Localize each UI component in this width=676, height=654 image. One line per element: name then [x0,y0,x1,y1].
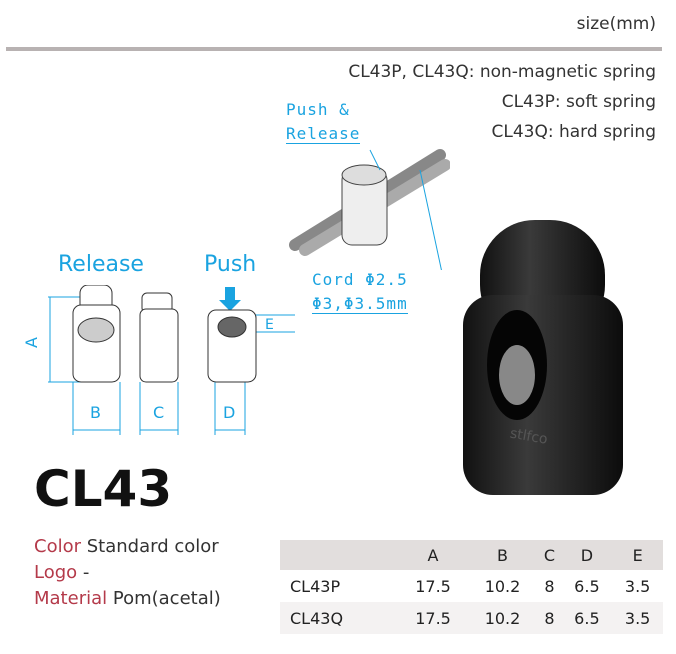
spec-logo: Logo - [34,562,90,583]
spec-color: Color Standard color [34,536,219,557]
note: CL43P, CL43Q: non-magnetic spring [348,62,656,82]
divider [6,47,662,51]
cord-label: Cord Φ2.5 [312,270,408,289]
push-release-label: Release [286,124,361,144]
product-code: CL43 [34,460,173,518]
dim-d: D [223,403,235,422]
size-unit: size(mm) [576,14,656,34]
cord-lock-illustration [289,149,450,270]
dim-a: A [22,337,41,348]
spec-material: Material Pom(acetal) [34,588,221,609]
dim-c: C [153,403,164,422]
dim-e: E [265,317,274,333]
release-label: Release [58,252,144,277]
svg-text:stlfco: stlfco [509,426,549,448]
product-photo: stlfco [463,220,623,495]
push-release-label: Push & [286,100,350,119]
note: CL43Q: hard spring [491,122,657,142]
cord-label: Φ3,Φ3.5mm [312,294,408,314]
dim-b: B [90,403,101,422]
push-label: Push [204,252,257,277]
dimension-drawing: A B C D E [22,285,295,435]
note: CL43P: soft spring [501,92,656,112]
